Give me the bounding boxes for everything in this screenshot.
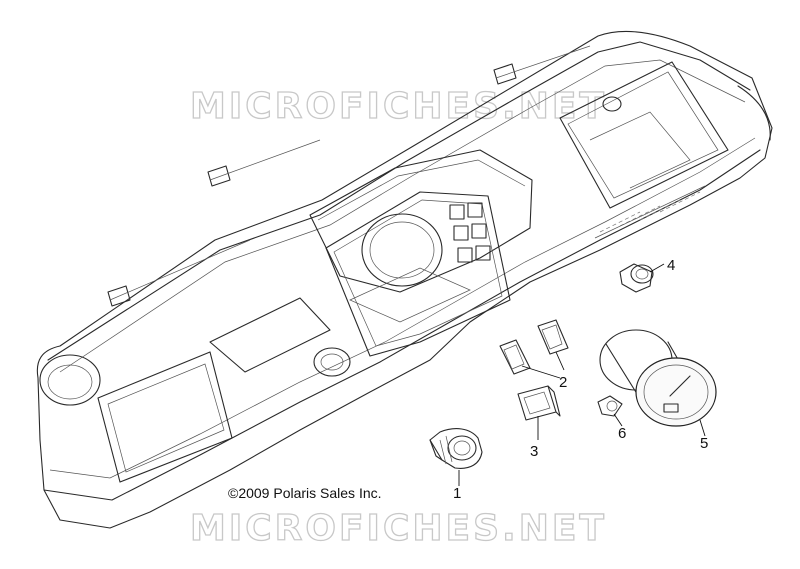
part-switch [517, 385, 561, 421]
leader-4 [649, 263, 665, 273]
slot [475, 245, 491, 261]
callout-2: 2 [559, 374, 567, 391]
watermark-top: MICROFICHES.NET [190, 86, 607, 127]
left-vent-ring [39, 354, 101, 406]
round-vent [313, 347, 351, 377]
watermark-bottom: MICROFICHES.NET [190, 508, 607, 549]
left-storage-opening [97, 351, 233, 483]
leader-2a [521, 365, 561, 379]
copyright-notice: ©2009 Polaris Sales Inc. [228, 485, 382, 501]
leader-5 [699, 419, 706, 437]
part-bulb [597, 395, 623, 417]
callout-3: 3 [530, 443, 538, 460]
part-indicator-light [619, 263, 654, 293]
part-rocker-switches [499, 319, 569, 375]
part-ignition-switch [429, 428, 483, 469]
leader-2b [555, 351, 565, 371]
callout-5: 5 [700, 435, 708, 452]
center-gauge-opening [361, 213, 443, 287]
dashboard-assembly [36, 30, 773, 529]
right-storage-opening [559, 61, 729, 209]
callout-1: 1 [453, 485, 461, 502]
part-speedometer-gauge [599, 329, 717, 427]
gauge-face [635, 357, 717, 427]
callout-4: 4 [667, 257, 675, 274]
callout-6: 6 [618, 425, 626, 442]
slot [471, 223, 487, 239]
center-instrument-bezel [325, 191, 511, 357]
dashboard-outline [36, 30, 773, 529]
leader-6 [613, 413, 623, 427]
slot [453, 225, 469, 241]
slot [449, 204, 465, 220]
slot [467, 202, 483, 218]
slot [457, 247, 473, 263]
